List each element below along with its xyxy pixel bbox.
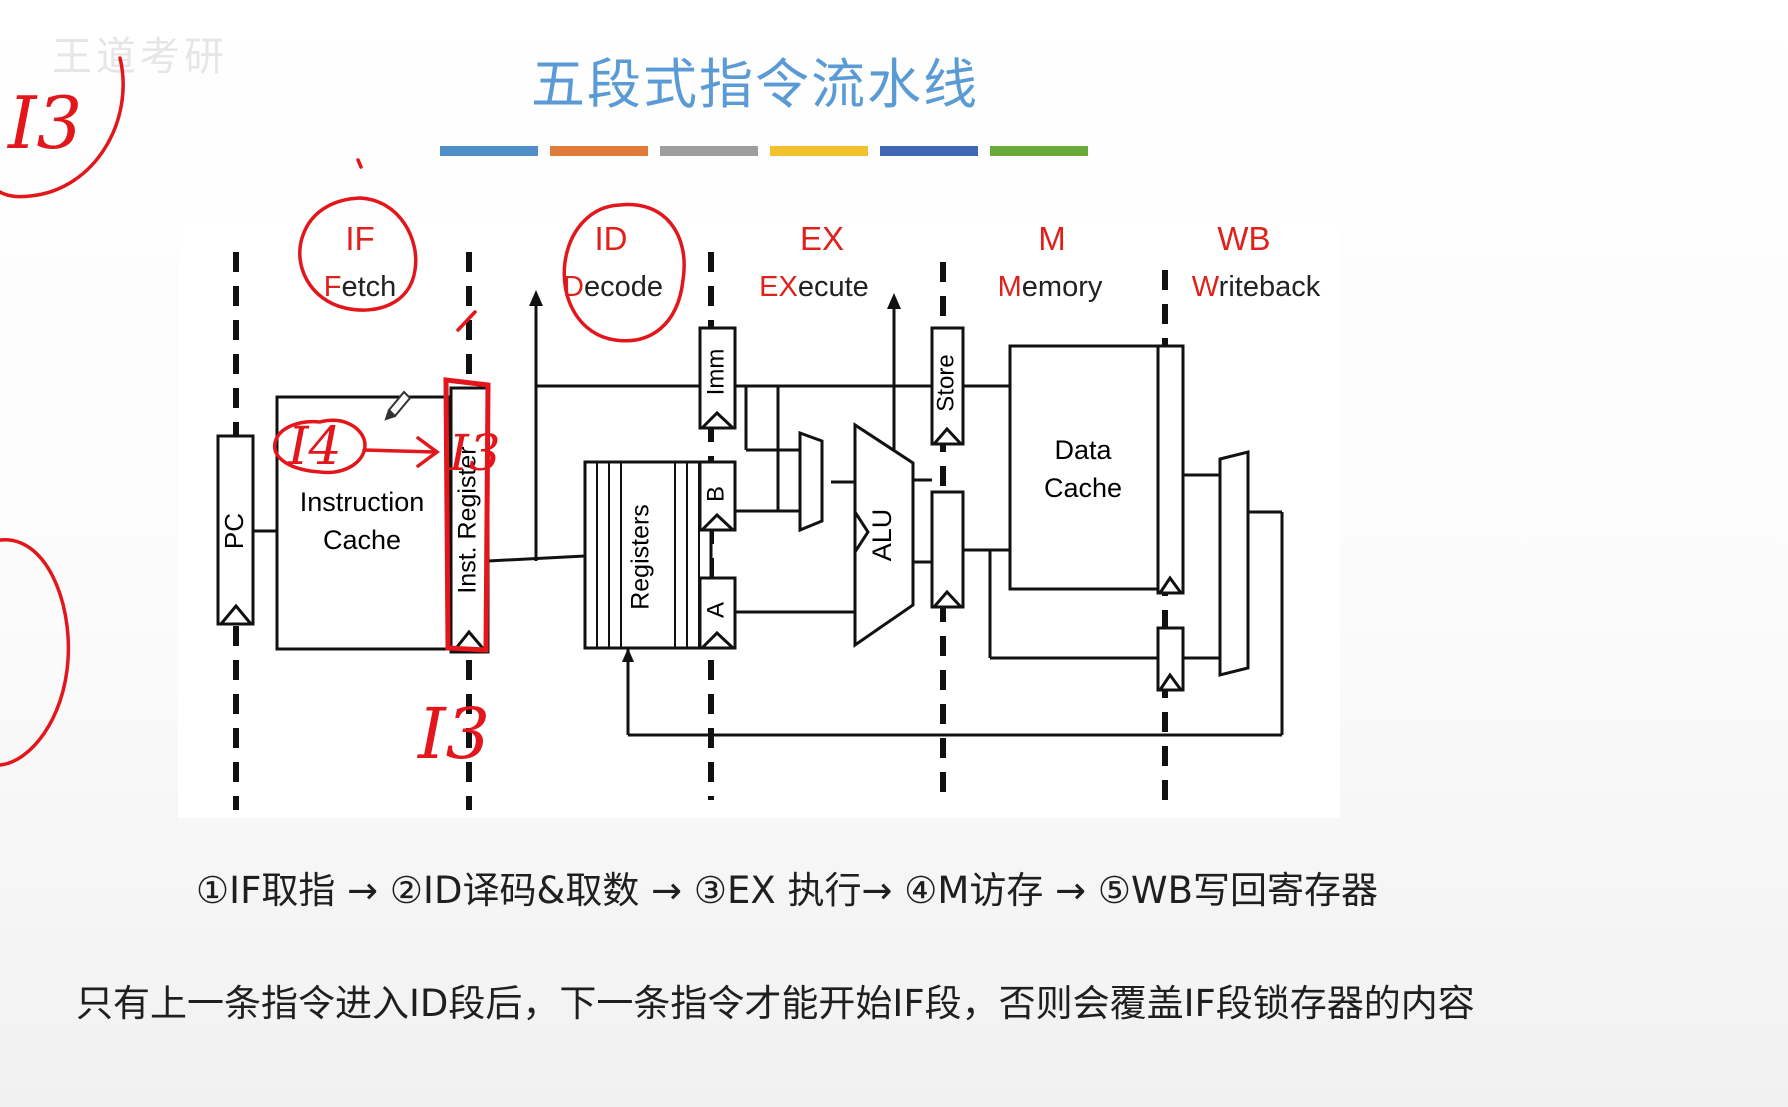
data-cache-label: Cache bbox=[1044, 473, 1122, 503]
pipeline-sequence: ①IF取指 → ②ID译码&取数 → ③EX 执行→ ④M访存 → ⑤WB写回寄… bbox=[196, 869, 1379, 912]
handwritten-labels: I3 I4 I3 I3 bbox=[6, 81, 501, 775]
writeback-register bbox=[1156, 626, 1185, 692]
a-register: A bbox=[698, 576, 737, 650]
imm-register: Imm bbox=[698, 326, 737, 430]
instruction-register-label: Inst. Register bbox=[454, 446, 482, 593]
ink-mark bbox=[356, 158, 363, 169]
inst-register-highlight bbox=[443, 377, 491, 653]
data-cache-label: Data bbox=[1054, 435, 1112, 465]
slide-title: 五段式指令流水线 bbox=[531, 53, 979, 116]
color-bar-segment bbox=[880, 146, 978, 156]
stage-name: EXecute bbox=[759, 271, 869, 303]
i4-label: I4 bbox=[287, 417, 342, 477]
wire-arrows bbox=[529, 290, 901, 662]
pipeline-note: 只有上一条指令进入ID段后，下一条指令才能开始IF段，否则会覆盖IF段锁存器的内… bbox=[76, 982, 1475, 1025]
id-circle bbox=[562, 202, 686, 343]
color-bar-segment bbox=[550, 146, 648, 156]
b-label: B bbox=[702, 486, 729, 502]
stage-name: Memory bbox=[998, 271, 1103, 303]
memory-data-register bbox=[1156, 344, 1185, 595]
left-circle-bottom bbox=[0, 538, 71, 767]
instruction-cache-label: Instruction bbox=[300, 487, 425, 517]
registers-label: Registers bbox=[627, 504, 655, 610]
stage-code: ID bbox=[595, 220, 628, 257]
stage-name: Decode bbox=[563, 271, 663, 303]
instruction-register: Inst. Register bbox=[449, 386, 490, 654]
i4-circle bbox=[273, 418, 367, 475]
color-bar-segment bbox=[660, 146, 758, 156]
b-register: B bbox=[698, 460, 778, 532]
stage-code: WB bbox=[1217, 220, 1270, 257]
i3-top-label: I3 bbox=[6, 81, 82, 165]
i3-bottom-label: I3 bbox=[416, 693, 490, 775]
alu: ALU bbox=[853, 422, 915, 648]
stage-code: M bbox=[1038, 220, 1066, 257]
pc-label: PC bbox=[219, 513, 249, 549]
alu-input-mux bbox=[798, 430, 824, 533]
handwritten-annotations bbox=[0, 56, 686, 767]
color-bar-segment bbox=[770, 146, 868, 156]
alu-label: ALU bbox=[867, 509, 897, 562]
imm-label: Imm bbox=[702, 349, 729, 396]
color-bar-segment bbox=[440, 146, 538, 156]
stage-headers: IF Fetch ID Decode EX EXecute M Memory W… bbox=[324, 220, 1321, 303]
color-bar-segment bbox=[990, 146, 1088, 156]
i4-arrow-head bbox=[416, 436, 440, 468]
a-label: A bbox=[702, 602, 729, 618]
instruction-cache-label: Cache bbox=[323, 525, 401, 555]
i4-arrow bbox=[362, 448, 437, 454]
stage-code: EX bbox=[800, 220, 844, 257]
title-color-bar bbox=[440, 146, 1088, 156]
store-label: Store bbox=[932, 354, 959, 411]
stage-name: Writeback bbox=[1192, 271, 1321, 303]
if-circle bbox=[298, 196, 418, 312]
alu-output-register bbox=[930, 490, 965, 609]
left-circle-top bbox=[0, 56, 125, 199]
pc-register: PC bbox=[216, 434, 255, 626]
watermark: 王道考研 bbox=[52, 34, 228, 80]
ink-mark bbox=[456, 310, 477, 332]
register-file: Registers bbox=[583, 460, 713, 650]
data-cache: Data Cache bbox=[1008, 344, 1160, 591]
stage-name: Fetch bbox=[324, 271, 397, 303]
i3-box-label: I3 bbox=[448, 424, 501, 482]
stage-code: IF bbox=[345, 220, 374, 257]
store-register: Store bbox=[930, 326, 965, 446]
pencil-icon bbox=[384, 390, 412, 421]
writeback-mux bbox=[1218, 450, 1250, 677]
